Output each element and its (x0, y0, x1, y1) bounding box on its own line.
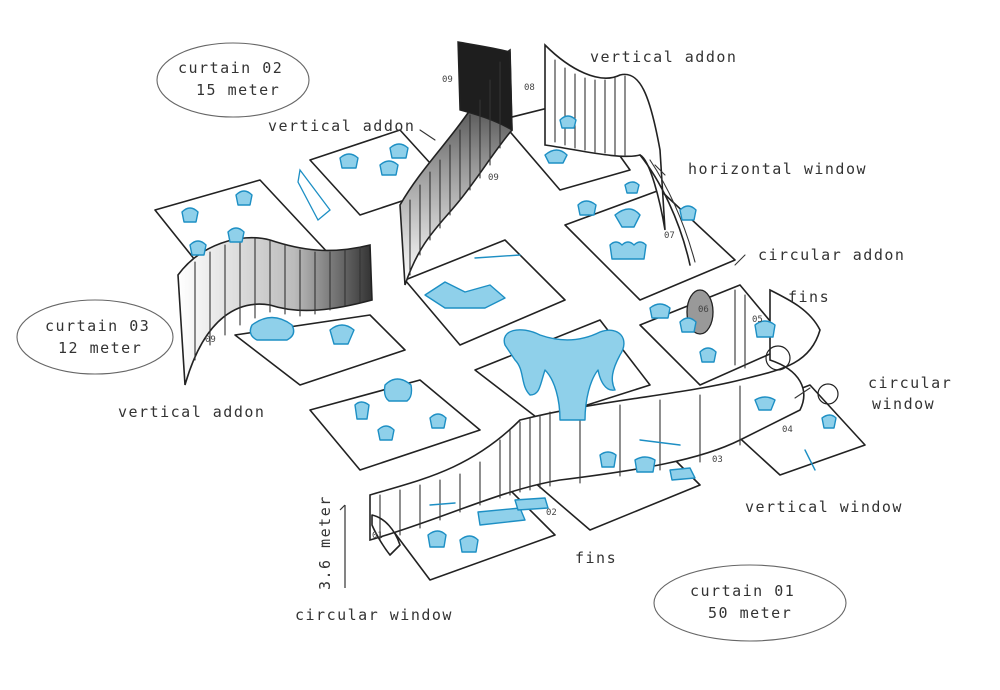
label-circular-window-right-line2: window (872, 395, 935, 413)
bay-number: 02 (546, 508, 557, 518)
label-fins-right: fins (788, 288, 830, 306)
curtain-02-ellipse (156, 42, 310, 118)
label-fins-bottom: fins (575, 549, 617, 567)
label-vertical-addon-top-right: vertical addon (590, 48, 737, 66)
bay-number: 06 (698, 305, 709, 315)
leader-lines (419, 129, 811, 399)
height-marker (339, 504, 346, 588)
curtain-01-name: curtain 01 (690, 582, 795, 600)
bay-number: 05 (752, 315, 763, 325)
furniture-pieces (181, 115, 839, 553)
label-circular-window-right-line1: circular (868, 374, 952, 392)
curtain-03-length: 12 meter (58, 339, 142, 357)
curtain-top-right (544, 43, 696, 266)
curtain-02 (399, 41, 513, 286)
label-height: 3.6 meter (316, 495, 334, 590)
curtain-01-ellipse (653, 564, 847, 642)
curtain-02-name: curtain 02 (178, 59, 283, 77)
bay-number: 09 (442, 75, 453, 85)
label-circular-addon: circular addon (758, 246, 905, 264)
label-horizontal-window: horizontal window (688, 160, 867, 178)
curtain-03-ellipse (16, 299, 174, 375)
label-vertical-addon-left: vertical addon (118, 403, 265, 421)
label-vertical-addon-top-left: vertical addon (268, 117, 415, 135)
bay-number: 01 (372, 531, 383, 541)
curtain-03-name: curtain 03 (45, 317, 150, 335)
platform-left-lower (309, 379, 481, 471)
curtain-03 (177, 236, 373, 386)
bay-number: 08 (524, 83, 535, 93)
bay-number: 03 (712, 455, 723, 465)
bay-number: 09 (488, 173, 499, 183)
bay-number: 07 (664, 231, 675, 241)
label-vertical-window: vertical window (745, 498, 903, 516)
label-circular-window-bottom: circular window (295, 606, 453, 624)
curtain-02-length: 15 meter (196, 81, 280, 99)
curtain-01-length: 50 meter (708, 604, 792, 622)
platform-right-upper (564, 189, 736, 301)
bay-number: 09 (205, 335, 216, 345)
bay-number: 04 (782, 425, 793, 435)
